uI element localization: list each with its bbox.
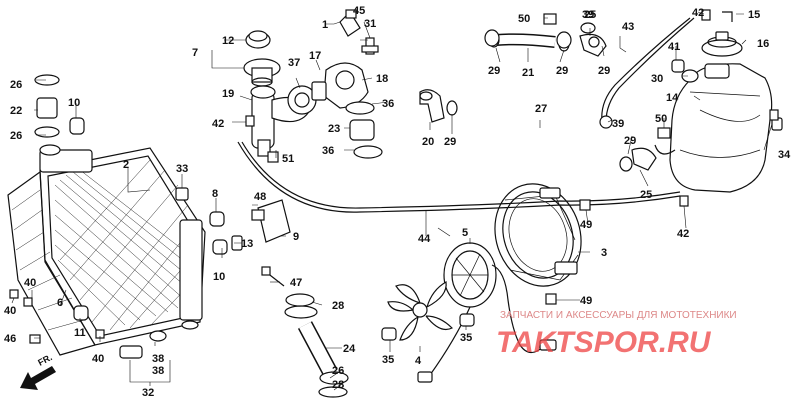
front-direction-arrow: FR. (20, 352, 56, 390)
callout-31: 31 (364, 18, 376, 30)
water-pipe-upper (579, 33, 657, 171)
fan-motor (417, 242, 557, 383)
callout-20: 20 (422, 136, 434, 148)
callout-4: 4 (415, 355, 422, 367)
callout-35a: 35 (382, 354, 394, 366)
callout-17: 17 (309, 50, 321, 62)
temperature-sensor (339, 9, 379, 55)
callout-37: 37 (288, 57, 300, 69)
callout-10b: 10 (213, 271, 225, 283)
watermark-tagline: ЗАПЧАСТИ И АКСЕССУАРЫ ДЛЯ МОТОТЕХНИКИ (500, 310, 737, 321)
callout-26a: 26 (10, 79, 22, 91)
callout-36a: 36 (382, 98, 394, 110)
callout-12: 12 (222, 35, 234, 47)
hose-clamps-upper (345, 101, 383, 159)
callout-3: 3 (601, 247, 607, 259)
callout-33: 33 (176, 163, 188, 175)
callout-9: 9 (293, 231, 299, 243)
fan-blade (387, 281, 454, 341)
callout-14: 14 (666, 92, 679, 104)
callouts: 1 2 3 4 5 6 7 8 9 10 10 11 12 13 14 15 1… (4, 5, 791, 399)
callout-40a: 40 (4, 305, 16, 317)
callout-38a: 38 (152, 353, 164, 365)
callout-43: 43 (622, 21, 634, 33)
callout-47: 47 (290, 277, 302, 289)
callout-19: 19 (222, 88, 234, 100)
callout-32: 32 (142, 387, 154, 399)
callout-5: 5 (462, 227, 468, 239)
reserve-tank-cap (701, 31, 743, 57)
callout-16: 16 (757, 38, 769, 50)
lower-radiator-hose (450, 104, 622, 169)
fan-shroud (494, 183, 582, 287)
callout-29d: 29 (598, 65, 610, 77)
filler-neck (243, 58, 281, 87)
callout-42a: 42 (692, 7, 704, 19)
callout-22: 22 (10, 105, 22, 117)
callout-7: 7 (192, 47, 198, 59)
callout-38b: 38 (152, 365, 164, 377)
callout-49b: 49 (580, 295, 592, 307)
callout-1: 1 (322, 19, 328, 31)
leader-lines (11, 11, 773, 391)
reserve-tank (654, 63, 783, 193)
watermark: ЗАПЧАСТИ И АКСЕССУАРЫ ДЛЯ МОТОТЕХНИКИ TA… (496, 310, 737, 359)
callout-42b: 42 (212, 118, 224, 130)
callout-11: 11 (74, 327, 86, 339)
overflow-tubes (237, 17, 695, 213)
callout-26c: 26 (332, 365, 344, 377)
callout-34: 34 (778, 149, 791, 161)
callout-26b: 26 (10, 130, 22, 142)
callout-24: 24 (343, 343, 356, 355)
callout-45: 45 (353, 5, 365, 17)
callout-29a: 29 (444, 136, 456, 148)
callout-10a: 10 (68, 97, 80, 109)
callout-29e: 29 (624, 135, 636, 147)
callout-8: 8 (212, 188, 218, 200)
callout-15: 15 (748, 9, 760, 21)
callout-18: 18 (376, 73, 388, 85)
callout-40b: 40 (92, 353, 104, 365)
callout-25b: 25 (640, 189, 652, 201)
callout-49a: 49 (580, 219, 592, 231)
callout-27: 27 (535, 103, 547, 115)
callout-6: 6 (57, 297, 63, 309)
callout-35b: 35 (460, 332, 472, 344)
callout-21: 21 (522, 67, 534, 79)
callout-51: 51 (282, 153, 294, 165)
direction-label: FR. (36, 352, 53, 368)
watermark-logo: TAKTSPOR.RU (496, 326, 712, 359)
callout-39b: 39 (582, 9, 594, 21)
callout-2: 2 (123, 159, 129, 171)
callout-29b: 29 (488, 65, 500, 77)
water-pipe-elbow (419, 89, 445, 123)
callout-28b: 28 (332, 379, 344, 391)
callout-46: 46 (4, 333, 16, 345)
callout-30: 30 (651, 73, 663, 85)
radiator-cap (245, 30, 271, 49)
radiator (7, 144, 206, 356)
callout-40c: 40 (24, 277, 36, 289)
callout-39a: 39 (612, 118, 624, 130)
thermostat-cover (311, 62, 369, 109)
callout-13: 13 (241, 238, 253, 250)
callout-29c: 29 (556, 65, 568, 77)
callout-28a: 28 (332, 300, 344, 312)
callout-50b: 50 (655, 113, 667, 125)
callout-36b: 36 (322, 145, 334, 157)
callout-23: 23 (328, 123, 340, 135)
callout-42c: 42 (677, 228, 689, 240)
callout-50a: 50 (518, 13, 530, 25)
small-hardware (9, 9, 779, 398)
callout-41: 41 (668, 41, 680, 53)
lower-hose-short (284, 305, 349, 385)
callout-48: 48 (254, 191, 266, 203)
callout-44: 44 (418, 233, 431, 245)
callout-25a: 25 (584, 9, 596, 21)
